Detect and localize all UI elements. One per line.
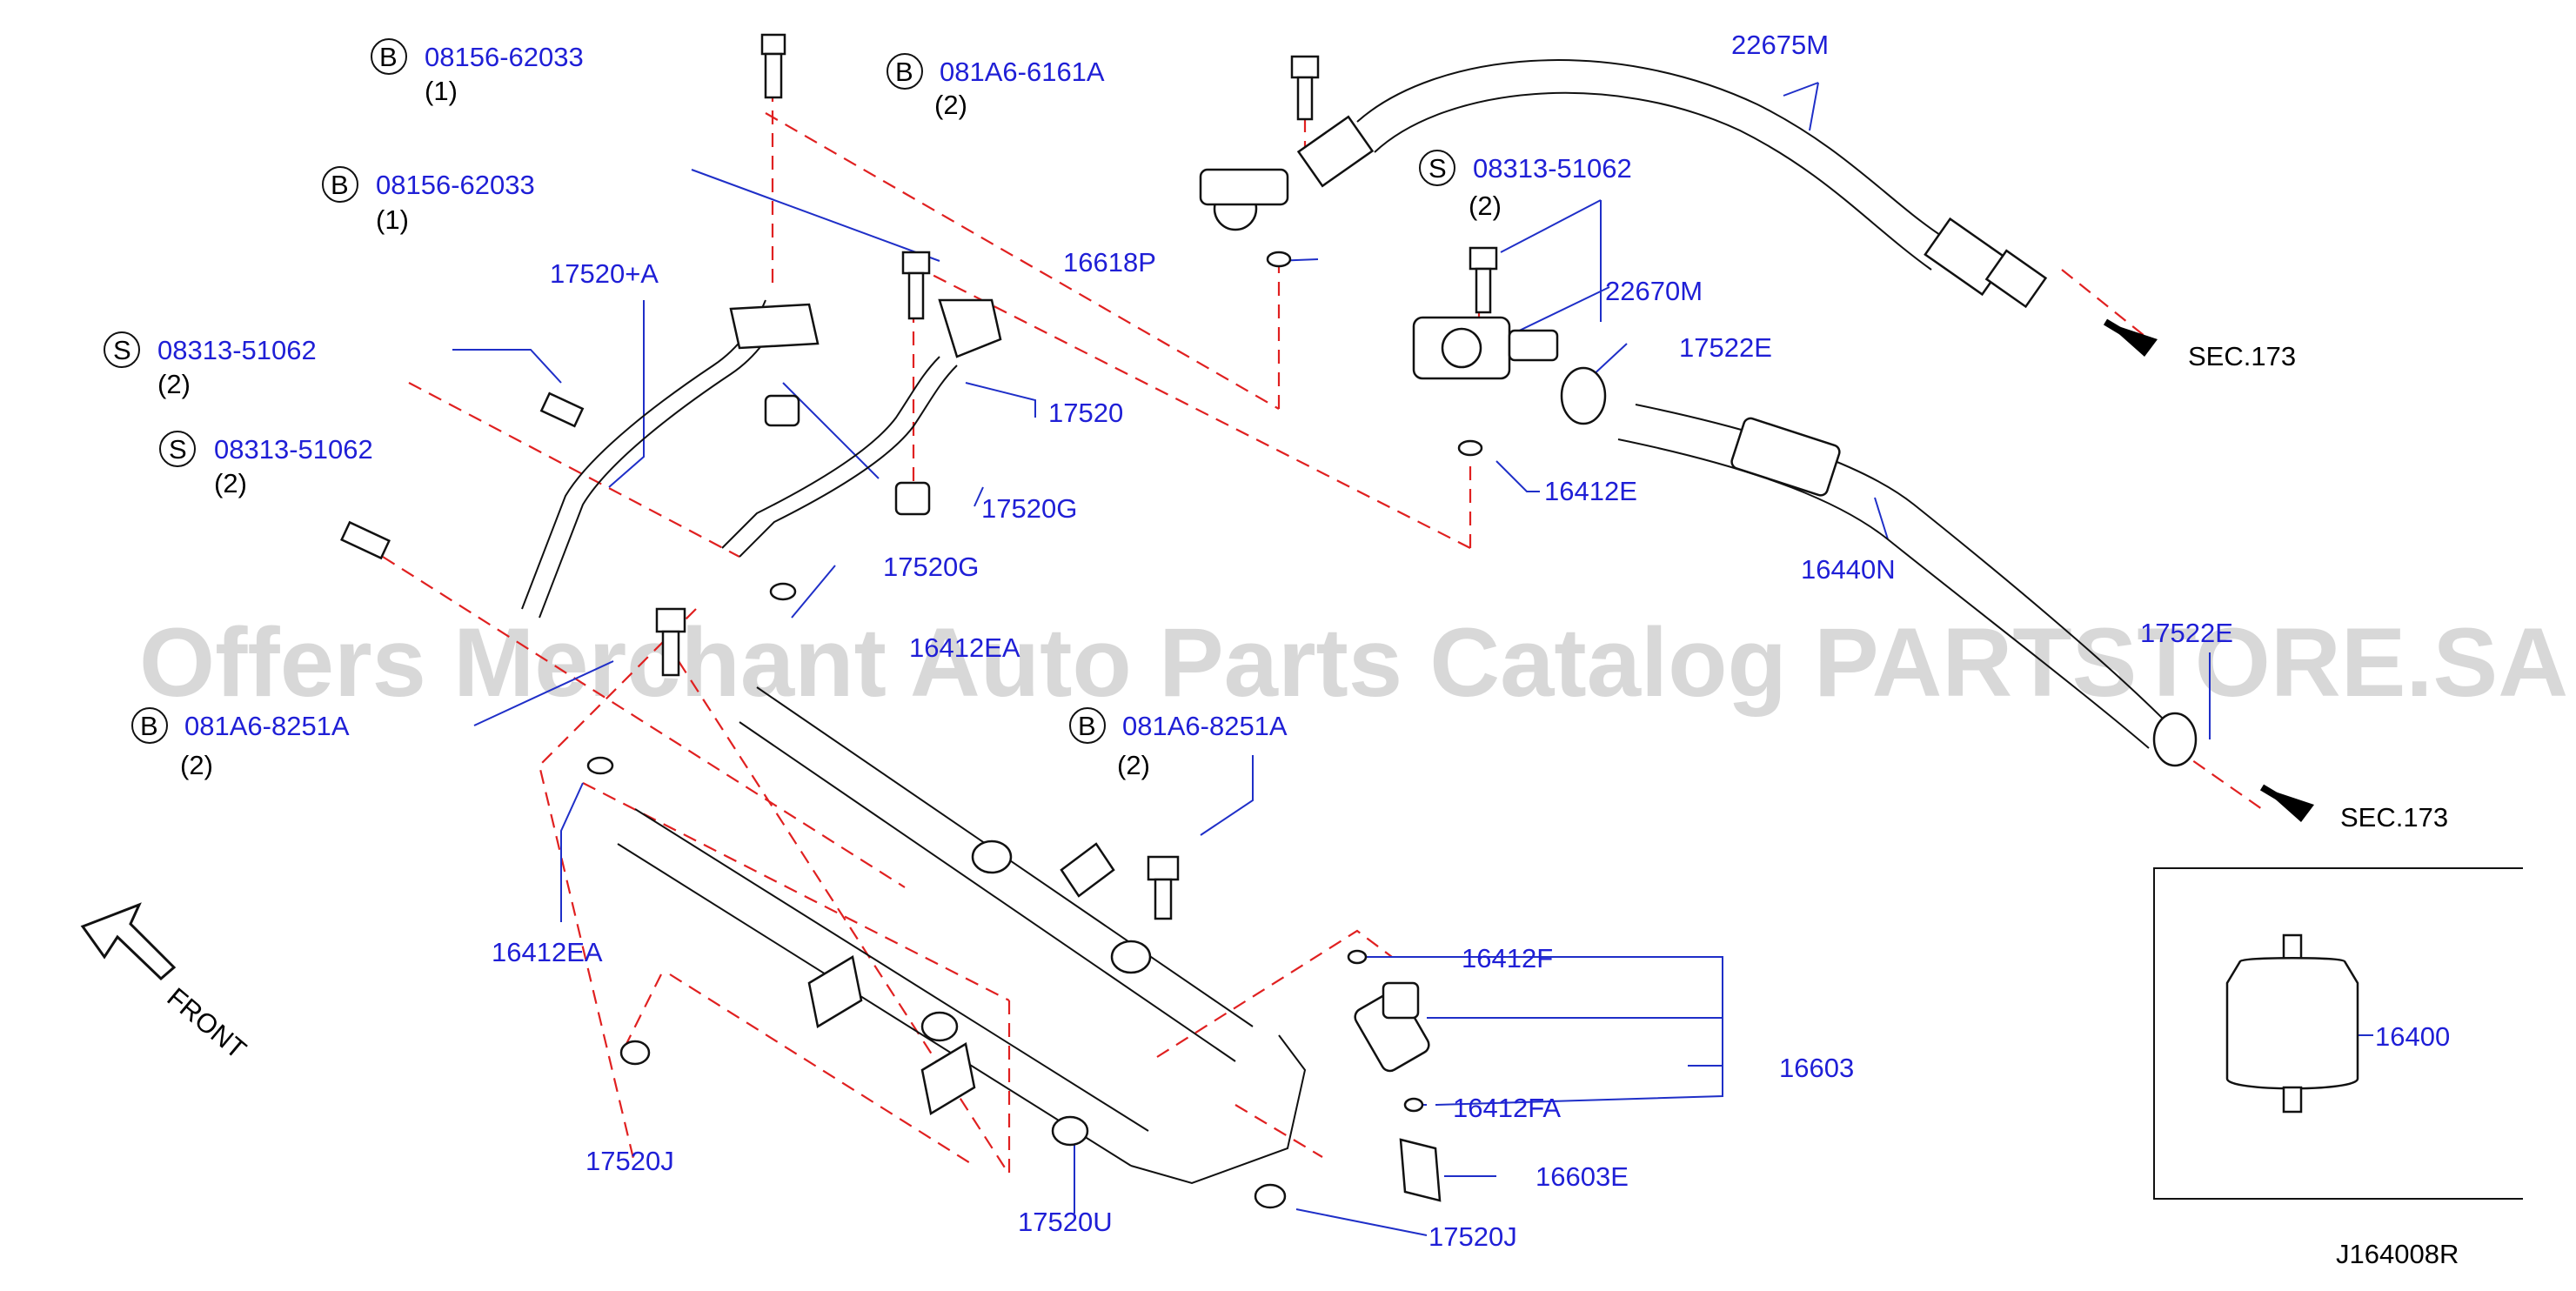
front-label: FRONT (162, 982, 252, 1065)
bolt-ref-3-prefix: B (895, 57, 913, 87)
label-22670m[interactable]: 22670M (1605, 276, 1703, 306)
bolt-ref-3: B 081A6-6161A (2) (887, 53, 1105, 120)
insulator-17520g-a (764, 394, 800, 427)
bolt-ref-6: S 08313-51062 (2) (159, 431, 373, 498)
o-ring-16412e (1457, 439, 1483, 457)
label-17520g-right[interactable]: 17520G (981, 493, 1077, 524)
bolt-right-center (1469, 246, 1498, 314)
clip-16603e (1399, 1138, 1442, 1202)
injector-16603 (1354, 981, 1430, 1073)
o-ring-16618p (1266, 251, 1292, 268)
damper-22670m (1412, 316, 1559, 380)
bolt-ref-2-prefix: B (331, 170, 349, 200)
insulator-17520g-b (894, 481, 931, 516)
bolt-ref-1: B 08156-62033 (1) (371, 38, 584, 106)
bolt-ref-6-qty: (2) (214, 468, 247, 498)
label-17522e-lower[interactable]: 17522E (2140, 618, 2233, 648)
label-17520[interactable]: 17520 (1048, 398, 1123, 428)
bolt-ref-8-part[interactable]: 081A6-8251A (1122, 711, 1288, 741)
label-16603e[interactable]: 16603E (1536, 1161, 1629, 1192)
label-17522e-upper[interactable]: 17522E (1679, 332, 1772, 363)
bolt-left-upper (539, 391, 585, 428)
bolt-ref-1-prefix: B (379, 42, 398, 72)
pressure-damper (1199, 168, 1289, 231)
fuel-tube-17520 (721, 298, 1002, 558)
o-ring-16412ea-upper (769, 582, 797, 601)
section-arrow-upper (2103, 318, 2158, 357)
fuel-rail-17520u (617, 686, 1307, 1185)
bolt-mid-center (901, 251, 931, 320)
bolt-ref-2: B 08156-62033 (1) (322, 166, 535, 235)
bolt-ref-2-part[interactable]: 08156-62033 (376, 170, 535, 200)
fuel-filter-inset (2153, 867, 2523, 1200)
section-arrow-lower (2259, 784, 2314, 822)
bolt-ref-1-part[interactable]: 08156-62033 (425, 42, 584, 72)
bolt-ref-3-part[interactable]: 081A6-6161A (940, 57, 1105, 87)
bolt-ref-7-part[interactable]: 081A6-8251A (184, 711, 350, 741)
fuel-filter-16400 (2225, 933, 2359, 1114)
bolt-ref-4: S 08313-51062 (2) (1419, 150, 1632, 221)
assembly-dashed-lines (382, 65, 2263, 1175)
bolt-ref-3-qty: (2) (934, 90, 967, 120)
bolt-ref-7-qty: (2) (180, 750, 213, 780)
front-arrow (80, 902, 177, 981)
bolt-rail-left (655, 607, 686, 677)
label-17520g-left[interactable]: 17520G (883, 552, 979, 582)
hose-16440n (1617, 404, 2167, 749)
label-16412e[interactable]: 16412E (1544, 476, 1637, 506)
fuel-tube-17520a (521, 299, 820, 619)
label-17520u[interactable]: 17520U (1018, 1207, 1113, 1237)
watermark: Offers Merchant Auto Parts Catalog PARTS… (139, 608, 2568, 717)
bolt-ref-7: B 081A6-8251A (2) (131, 707, 350, 780)
label-16412f[interactable]: 16412F (1462, 943, 1553, 973)
o-ring-16412fa (1403, 1097, 1424, 1113)
bolt-top-center (760, 33, 786, 99)
bolt-ref-5: S 08313-51062 (2) (104, 331, 317, 399)
bolt-ref-5-prefix: S (113, 335, 131, 365)
label-17520j-right[interactable]: 17520J (1429, 1221, 1517, 1252)
label-17520j-left[interactable]: 17520J (585, 1146, 674, 1176)
section-ref-upper[interactable]: SEC.173 (2188, 341, 2296, 371)
section-ref-lower[interactable]: SEC.173 (2340, 802, 2448, 833)
label-16412ea-upper[interactable]: 16412EA (909, 632, 1020, 663)
bolt-ref-1-qty: (1) (425, 76, 458, 106)
label-16440n[interactable]: 16440N (1801, 554, 1896, 585)
bolt-ref-5-part[interactable]: 08313-51062 (157, 335, 317, 365)
label-16412ea-lower[interactable]: 16412EA (492, 937, 603, 967)
label-16412fa[interactable]: 16412FA (1453, 1093, 1561, 1123)
bolt-ref-4-prefix: S (1429, 153, 1447, 184)
bolt-ref-6-part[interactable]: 08313-51062 (214, 434, 373, 465)
label-16618p[interactable]: 16618P (1063, 247, 1156, 278)
fuel-hose-22675m (1296, 59, 2048, 309)
bolt-top-right (1290, 55, 1320, 121)
bolt-ref-6-prefix: S (169, 434, 187, 465)
clamp-17522e-lower (2152, 712, 2198, 767)
label-22675m[interactable]: 22675M (1731, 30, 1829, 60)
grommet-17520j-left (619, 1040, 651, 1066)
bolt-ref-8-qty: (2) (1117, 750, 1150, 780)
bolt-ref-7-prefix: B (140, 711, 158, 741)
bolt-left-lower (340, 520, 391, 560)
bolt-ref-4-part[interactable]: 08313-51062 (1473, 153, 1632, 184)
grommet-17520j-right (1254, 1183, 1287, 1209)
diagram-code: J164008R (2336, 1239, 2459, 1269)
bolt-ref-8: B 081A6-8251A (2) (1069, 707, 1288, 780)
label-16603[interactable]: 16603 (1779, 1053, 1854, 1083)
bolt-ref-4-qty: (2) (1469, 191, 1502, 221)
label-16400[interactable]: 16400 (2375, 1021, 2450, 1052)
o-ring-16412f (1347, 949, 1368, 965)
bolt-ref-2-qty: (1) (376, 204, 409, 235)
clamp-17522e-upper (1560, 366, 1607, 425)
o-ring-16412ea-lower (586, 756, 614, 775)
bolt-ref-5-qty: (2) (157, 369, 191, 399)
bolt-bracket-lower (1147, 855, 1180, 920)
label-17520-plus-a[interactable]: 17520+A (550, 258, 659, 289)
bolt-ref-8-prefix: B (1078, 711, 1096, 741)
